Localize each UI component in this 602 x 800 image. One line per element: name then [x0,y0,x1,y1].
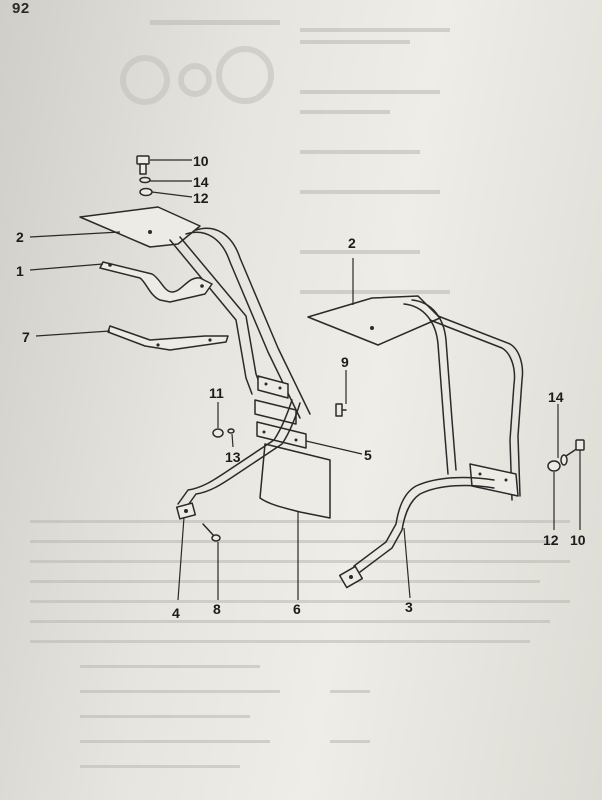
callout-6-mud-flap: 6 [293,601,301,617]
bolt-part-10-left [136,155,150,175]
callout-1-bracket: 1 [16,263,24,279]
callout-2-fender-left: 2 [16,229,24,245]
callout-10-bolt-left: 10 [193,153,209,169]
washer-part-14-left [139,176,151,184]
support-stay-part-3 [338,476,495,589]
callout-2-fender-right: 2 [348,235,356,251]
callout-11-nut: 11 [209,385,224,401]
fender-frame-left [169,227,311,419]
bolt-part-9 [335,403,347,417]
nut-part-12-right [547,460,561,472]
bracket-part-1 [99,261,213,303]
callout-7-strap: 7 [22,329,30,345]
mud-flap-part-6 [259,443,331,519]
fender-plate-right [307,295,441,346]
callout-12-nut-right: 12 [543,532,559,548]
fender-plate-left [79,206,201,248]
callout-14-washer-left: 14 [193,174,209,190]
washer-part-13 [227,428,235,434]
callout-10-bolt-right: 10 [570,532,586,548]
callout-14-washer-right: 14 [548,389,564,405]
callout-13-washer: 13 [225,449,241,465]
mounting-plates-part-5 [254,375,307,449]
callout-3-stay: 3 [405,599,413,615]
leader-lines [29,159,581,601]
fender-frame-right [403,299,524,501]
bolt-part-10-right [565,439,585,457]
callout-8-bolt: 8 [213,601,221,617]
callout-5-plates: 5 [364,447,372,463]
page-number: 92 [12,0,30,17]
washer-part-14-right [560,454,568,466]
nut-part-11 [212,428,224,438]
callout-12-nut-left: 12 [193,190,209,206]
support-stay-part-4 [175,399,301,520]
callout-9-bolt: 9 [341,354,349,370]
bolt-part-8 [202,523,221,542]
nut-part-12-left [139,187,153,197]
strap-part-7 [107,325,229,351]
callout-4-stay: 4 [172,605,180,621]
